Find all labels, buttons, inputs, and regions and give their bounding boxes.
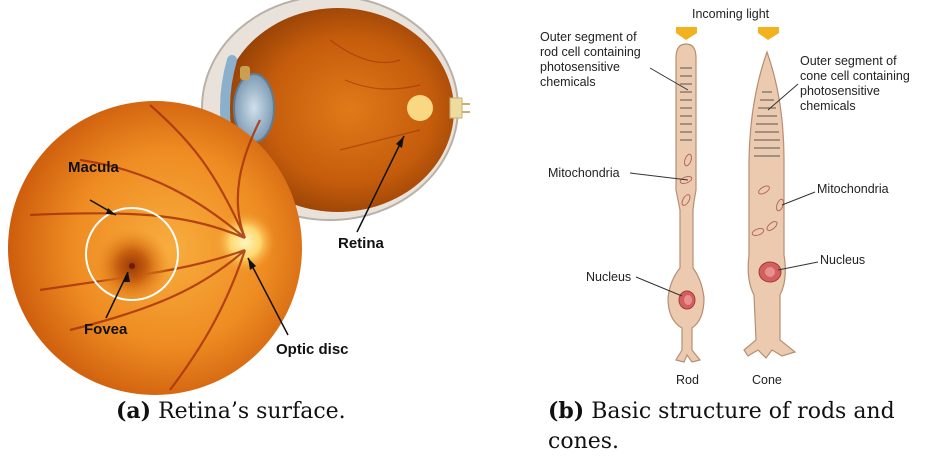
cone-cell [744, 52, 795, 358]
rod-outer-label-line-2: rod cell containing [540, 45, 641, 59]
panel-a-illustration: Macula Fovea Optic disc Retina [8, 0, 470, 395]
fundus-illustration [8, 101, 302, 395]
cone-outer-label-line-1: Outer segment of [800, 54, 897, 68]
rod-outer-label-line-1: Outer segment of [540, 30, 637, 44]
cone-label: Cone [752, 373, 782, 387]
caption-b-tag: (b) [548, 398, 584, 424]
rod-mitochondria-label: Mitochondria [548, 166, 620, 180]
caption-b-line-2: cones. [548, 429, 619, 454]
cone-outer-label-line-3: photosensitive [800, 84, 880, 98]
cone-light-arrow [758, 27, 779, 40]
optic-disc-label: Optic disc [276, 341, 349, 358]
macula-label: Macula [68, 159, 120, 176]
rod-light-arrow [676, 27, 697, 40]
cone-mito-leader [782, 192, 815, 205]
rod-outer-label-line-4: chemicals [540, 75, 596, 89]
rod-outer-label-line-3: photosensitive [540, 60, 620, 74]
caption-b: (b) Basic structure of rods and cones. [548, 396, 923, 457]
caption-a-text: Retina’s surface. [158, 399, 346, 424]
panel-b-illustration: Incoming light [540, 7, 910, 387]
cone-outer-label-line-4: chemicals [800, 99, 856, 113]
rod-label: Rod [676, 373, 699, 387]
retina-label: Retina [338, 235, 385, 252]
caption-a-tag: (a) [116, 398, 151, 424]
cone-nucleus-label: Nucleus [820, 253, 865, 267]
caption-b-line-1: Basic structure of rods and [591, 399, 894, 424]
fovea-label: Fovea [84, 321, 128, 338]
caption-a: (a) Retina’s surface. [116, 396, 346, 427]
rod-nucleus-label: Nucleus [586, 270, 631, 284]
cone-mitochondria-label: Mitochondria [817, 182, 889, 196]
rod-cell [668, 44, 704, 362]
incoming-light-label: Incoming light [692, 7, 770, 21]
cone-outer-label-line-2: cone cell containing [800, 69, 910, 83]
